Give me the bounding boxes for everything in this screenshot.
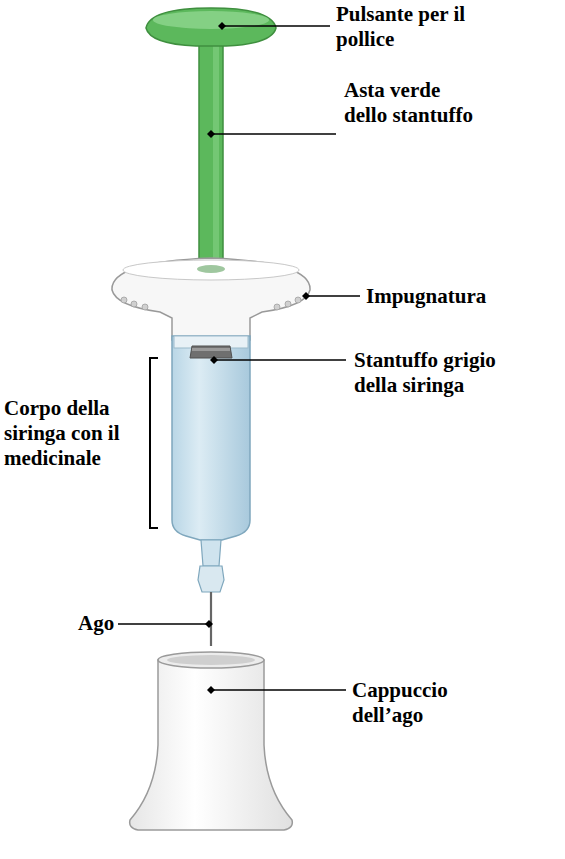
- thumb-pad: [146, 8, 276, 46]
- plunger-rod: [199, 36, 223, 272]
- finger-grip: [112, 258, 310, 340]
- part-label: Cappuccio dell’ago: [352, 678, 502, 728]
- needle-cap: [130, 660, 293, 830]
- part-label: Stantuffo grigio della siringa: [354, 348, 504, 398]
- leader-lines: [118, 26, 360, 690]
- part-label: Impugnatura: [366, 284, 546, 309]
- syringe-barrel: [172, 336, 250, 540]
- grey-stopper: [190, 346, 232, 358]
- part-label: Corpo della siringa con il medicinale: [4, 396, 146, 471]
- part-label: Pulsante per il pollice: [336, 2, 486, 52]
- part-label: Asta verde dello stantuffo: [344, 78, 484, 128]
- needle: [210, 592, 212, 646]
- bracket: [150, 358, 158, 528]
- needle-hub: [198, 566, 224, 592]
- part-label: Ago: [78, 611, 158, 636]
